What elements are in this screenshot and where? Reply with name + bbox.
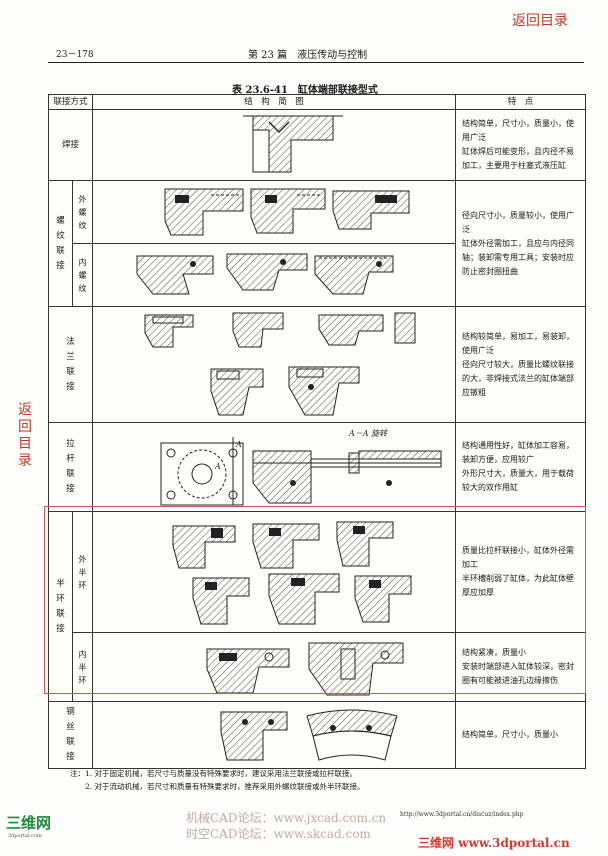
col-header-diagram: 结 构 简 图 <box>92 94 457 110</box>
header-rule <box>48 62 584 63</box>
col-header-method: 联接方式 <box>47 94 94 110</box>
note-1: 注：1. 对于固定机械，若尺寸与质量没有特殊要求时，建议采用法兰联接或拉杆联接。 <box>70 769 358 778</box>
running-title: 第 23 篇 液压传动与控制 <box>248 50 368 61</box>
row-label-thread: 螺纹联接 <box>48 180 73 307</box>
logo-3dportal-left: 三维网 <box>6 814 52 832</box>
row-label-flange: 法兰联接 <box>47 306 94 423</box>
features-thread: 径向尺寸小，质量较小，使用广泛缸体外径需加工，且应与内径同轴；装卸需专用工具；安… <box>455 180 587 307</box>
table-row-flange: 法兰联接 结构较简单，易加工，易装卸，使用广泛径向尺寸较大，质量比螺纹联接的大，… <box>47 306 587 423</box>
table-row-halfring-external: 半环联接 外半环 质量比拉杆联接小，缸体外径需加工半环 <box>48 511 587 702</box>
row-label-wire: 钢丝联接 <box>47 701 94 769</box>
sub-label-internal-thread: 内螺纹 <box>71 243 94 307</box>
features-tierod: 结构通用性好，缸体加工容易，装卸方便，应用较广外形尺寸大，质量大，用于载荷较大的… <box>455 422 587 512</box>
aa-rotation-label: A－A 旋转 <box>349 429 388 438</box>
watermark-forum-2: 时空CAD论坛：www.skcad.com <box>186 827 371 841</box>
logo-3dportal-right: 三维网 www.3dportal.cn <box>418 836 570 850</box>
diagram-wire <box>92 701 457 769</box>
back-to-toc-vertical-link[interactable]: 返 回 目 录 <box>16 402 34 470</box>
table-notes: 注：1. 对于固定机械，若尺寸与质量没有特殊要求时，建议采用法兰联接或拉杆联接。… <box>70 767 365 793</box>
page-number: 23－178 <box>56 50 94 60</box>
col-header-features: 特 点 <box>455 94 587 110</box>
diagram-flange <box>92 306 457 423</box>
features-halfring-internal: 结构紧凑，质量小安装时端部进入缸体较深，密封圈有可能被进油孔边缘擦伤 <box>455 632 587 702</box>
logo-3dportal-left-sub: 3dportal.com <box>8 833 42 839</box>
row-label-halfring: 半环联接 <box>48 511 73 702</box>
diagram-tierod: A A A－A 旋转 <box>92 422 457 512</box>
diagram-thread-external <box>92 180 457 244</box>
diagram-weld <box>92 109 457 181</box>
halfring-highlight-box <box>44 506 586 694</box>
back-char: 录 <box>18 453 32 469</box>
row-label-tierod: 拉杆联接 <box>47 422 94 512</box>
back-char: 目 <box>18 436 32 452</box>
watermark-forum-1: 机械CAD论坛：www.jxcad.com.cn <box>186 811 387 825</box>
back-char: 返 <box>18 402 32 418</box>
diagram-halfring-external <box>92 511 457 633</box>
features-wire: 结构简单，尺寸小，质量小 <box>455 701 587 769</box>
table-caption: 表 23.6-41 缸体端部联接型式 <box>232 85 378 96</box>
sub-label-internal-halfring: 内半环 <box>71 632 94 702</box>
table-row-halfring-internal: 内半环 结构紧凑，质量小安装时端部进入缸体较深，密封圈有可能被进油孔边缘擦伤 <box>49 632 587 702</box>
svg-text:A: A <box>214 462 221 471</box>
note-2: 2. 对于流动机械，若尺寸和质量有特殊要求时，推荐采用外螺纹联接或外半环联接。 <box>70 782 365 791</box>
svg-text:A: A <box>235 440 242 449</box>
table-row-thread-external: 螺纹联接 外螺纹 <box>48 180 587 307</box>
table-header-row: 联接方式 结 构 简 图 特 点 <box>47 94 587 110</box>
back-to-toc-link[interactable]: 返回目录 <box>512 13 568 29</box>
features-weld: 结构简单，尺寸小，质量小，使用广泛缸体焊后可能变形，且内径不易加工，主要用于柱塞… <box>455 109 587 181</box>
connection-types-table: 联接方式 结 构 简 图 特 点 焊接 结构简单，尺寸小，质量小，使用广泛缸体焊… <box>47 94 587 769</box>
table-row-tierod: 拉杆联接 A A A－A 旋转 结构通用性 <box>47 422 587 512</box>
watermark-url: http://www.3dportal.cn/discuz/index.php <box>400 811 524 818</box>
table-row-weld: 焊接 结构简单，尺寸小，质量小，使用广泛缸体焊后可能变形，且内径不易加工，主要用… <box>47 109 587 181</box>
features-flange: 结构较简单，易加工，易装卸，使用广泛径向尺寸较大，质量比螺纹联接的大，非焊接式法… <box>455 306 587 423</box>
table-row-thread-internal: 内螺纹 <box>49 243 586 307</box>
back-char: 回 <box>18 419 32 435</box>
sub-label-external-thread: 外螺纹 <box>71 180 94 244</box>
table-row-wire: 钢丝联接 结构简单，尺寸小，质量小 <box>47 701 587 769</box>
features-halfring-external: 质量比拉杆联接小，缸体外径需加工半环槽削弱了缸体，为此缸体壁厚应加厚 <box>455 511 587 633</box>
sub-label-external-halfring: 外半环 <box>71 511 94 633</box>
diagram-thread-internal <box>92 243 457 307</box>
row-label-weld: 焊接 <box>47 109 94 181</box>
